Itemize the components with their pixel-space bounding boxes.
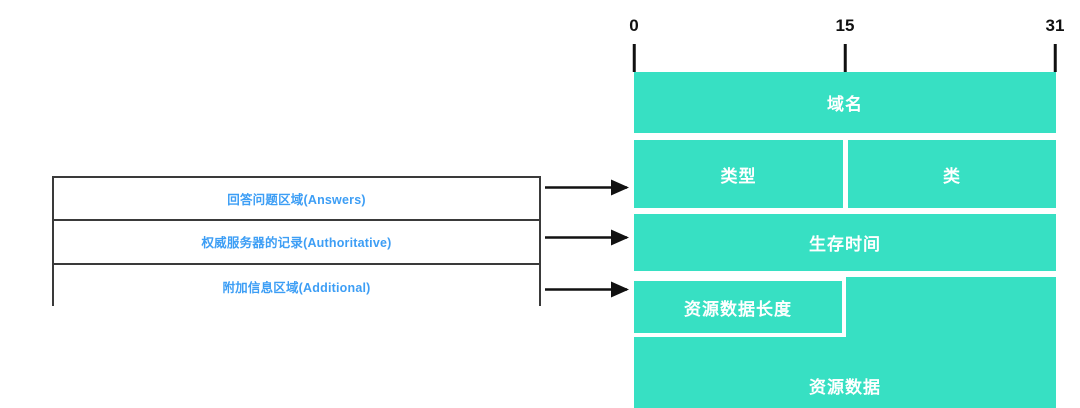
field-type-label: 类型 — [720, 166, 757, 186]
section-label-answers: 回答问题区域(Answers) — [227, 193, 366, 208]
section-row-authoritative[interactable]: 权威服务器的记录(Authoritative) — [54, 221, 539, 265]
ruler-label-31: 31 — [1045, 16, 1065, 35]
field-rdata-label: 资源数据 — [809, 378, 881, 397]
field-name-label: 域名 — [827, 95, 863, 114]
section-label-authoritative: 权威服务器的记录(Authoritative) — [201, 236, 392, 251]
section-label-additional: 附加信息区域(Additional) — [222, 280, 371, 295]
field-rdlength[interactable]: 资源数据长度 — [634, 277, 846, 337]
field-type[interactable]: 类型 — [634, 140, 843, 208]
dns-sections-table: 回答问题区域(Answers) 权威服务器的记录(Authoritative) … — [52, 176, 541, 308]
field-name[interactable]: 域名 — [634, 72, 1056, 133]
dns-record-bitfield: 0 15 31 域名 类型 类 生存时间 资源数据 资源数据长度 — [629, 16, 1064, 408]
field-class-label: 类 — [943, 166, 961, 186]
field-ttl-label: 生存时间 — [809, 235, 881, 254]
field-rdlength-label: 资源数据长度 — [684, 299, 792, 319]
field-class[interactable]: 类 — [848, 140, 1056, 208]
ruler-label-15: 15 — [835, 16, 855, 35]
ruler-tick-15 — [843, 44, 847, 72]
ruler-label-0: 0 — [629, 16, 639, 35]
field-ttl[interactable]: 生存时间 — [634, 214, 1056, 271]
ruler-tick-0 — [632, 44, 636, 72]
section-row-additional[interactable]: 附加信息区域(Additional) — [54, 264, 539, 308]
ruler-tick-31 — [1053, 44, 1057, 72]
section-row-answers[interactable]: 回答问题区域(Answers) — [54, 178, 539, 222]
